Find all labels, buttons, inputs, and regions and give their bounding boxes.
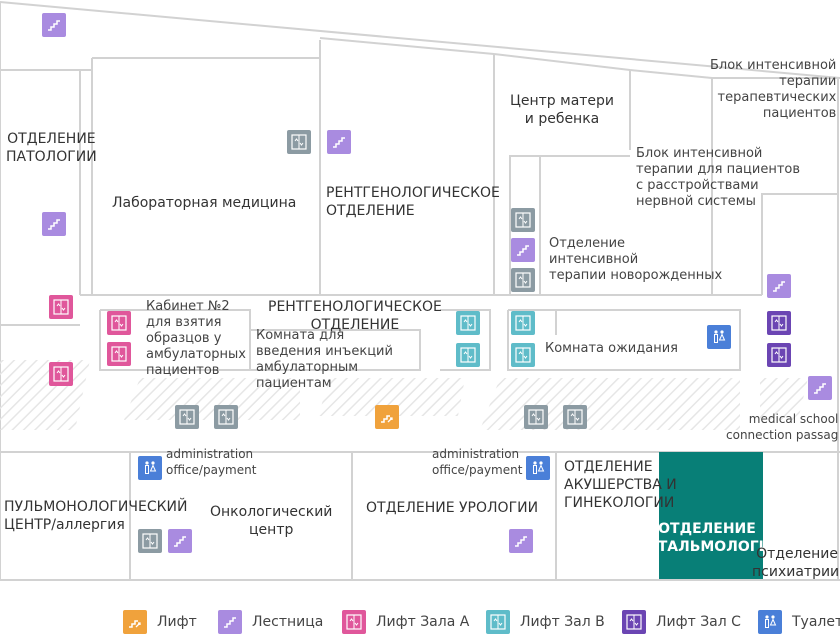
room-lab[interactable]: Лабораторная медицина [112, 195, 297, 211]
room-waiting[interactable]: Комната ожидания [545, 341, 678, 356]
legend-label: Туалет [792, 614, 840, 630]
legend-label: Лифт Зал В [520, 614, 605, 630]
stairs-icon[interactable] [327, 130, 351, 154]
elevator-icon[interactable] [107, 311, 131, 335]
legend-label: Лифт Зал С [656, 614, 741, 630]
restroom-icon[interactable] [138, 456, 162, 480]
elevator-icon [622, 610, 646, 634]
legend-label: Лестница [252, 614, 324, 630]
elevator-icon[interactable] [175, 405, 199, 429]
elevator-icon[interactable] [138, 529, 162, 553]
ophthalmology-highlight[interactable] [659, 452, 763, 579]
stairs-icon[interactable] [511, 238, 535, 262]
elevator-icon[interactable] [563, 405, 587, 429]
elevator-icon[interactable] [49, 295, 73, 319]
elevator-icon[interactable] [511, 208, 535, 232]
elevator-icon[interactable] [456, 311, 480, 335]
stairs-icon[interactable] [42, 13, 66, 37]
stairs-icon[interactable] [509, 529, 533, 553]
elevator-icon[interactable] [767, 311, 791, 335]
elevator-icon[interactable] [524, 405, 548, 429]
elevator-icon[interactable] [49, 362, 73, 386]
lift-icon[interactable] [375, 405, 399, 429]
stairs-icon [218, 610, 242, 634]
stairs-icon[interactable] [42, 212, 66, 236]
lift-icon [123, 610, 147, 634]
elevator-icon[interactable] [287, 130, 311, 154]
elevator-icon [486, 610, 510, 634]
elevator-icon[interactable] [767, 343, 791, 367]
room-urology[interactable]: ОТДЕЛЕНИЕ УРОЛОГИИ [366, 500, 539, 516]
stairs-icon[interactable] [808, 376, 832, 400]
restroom-icon[interactable] [707, 325, 731, 349]
stairs-icon[interactable] [767, 274, 791, 298]
elevator-icon[interactable] [456, 343, 480, 367]
elevator-icon[interactable] [511, 343, 535, 367]
restroom-icon[interactable] [526, 456, 550, 480]
elevator-icon[interactable] [511, 311, 535, 335]
legend-label: Лифт Зала А [376, 614, 470, 630]
stairs-icon[interactable] [168, 529, 192, 553]
restroom-icon [758, 610, 782, 634]
elevator-icon[interactable] [214, 405, 238, 429]
elevator-icon [342, 610, 366, 634]
legend-label: Лифт [157, 614, 197, 630]
elevator-icon[interactable] [511, 268, 535, 292]
elevator-icon[interactable] [107, 342, 131, 366]
